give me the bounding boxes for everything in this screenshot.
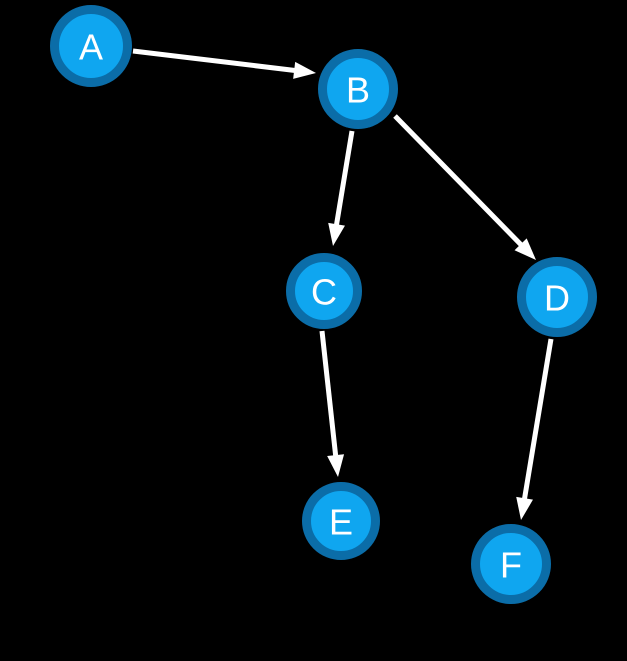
node-label: D [544,278,570,319]
arrowhead-icon [514,238,536,260]
node-circle [302,482,380,560]
node-label: F [500,545,522,586]
node-circle [318,49,398,129]
node-circle [517,257,597,337]
graph-node-e[interactable]: E [302,482,380,560]
graph-edge-d-f[interactable] [516,338,554,520]
arrowhead-icon [328,222,345,246]
node-label: A [79,27,103,68]
graph-node-b[interactable]: B [318,49,398,129]
edge-line [521,338,554,501]
node-label: B [346,70,370,111]
graph-node-a[interactable]: A [50,5,132,87]
nodes-layer: A B C D E F [50,5,597,604]
edge-line [333,130,355,227]
node-circle [50,5,132,87]
node-label: E [329,502,353,543]
node-circle [471,524,551,604]
arrowhead-icon [293,61,316,79]
graph-edge-a-b[interactable] [132,48,316,79]
edge-line [393,114,524,248]
edge-line [132,48,297,74]
graph-edge-c-e[interactable] [319,330,345,477]
edges-layer [132,48,554,520]
graph-node-f[interactable]: F [471,524,551,604]
graph-edge-b-d[interactable] [393,114,536,260]
arrowhead-icon [327,454,345,477]
node-label: C [311,272,337,313]
edge-line [319,330,339,458]
arrowhead-icon [516,496,533,520]
graph-node-d[interactable]: D [517,257,597,337]
graph-edge-b-c[interactable] [328,130,355,246]
graph-node-c[interactable]: C [286,253,362,329]
node-circle [286,253,362,329]
